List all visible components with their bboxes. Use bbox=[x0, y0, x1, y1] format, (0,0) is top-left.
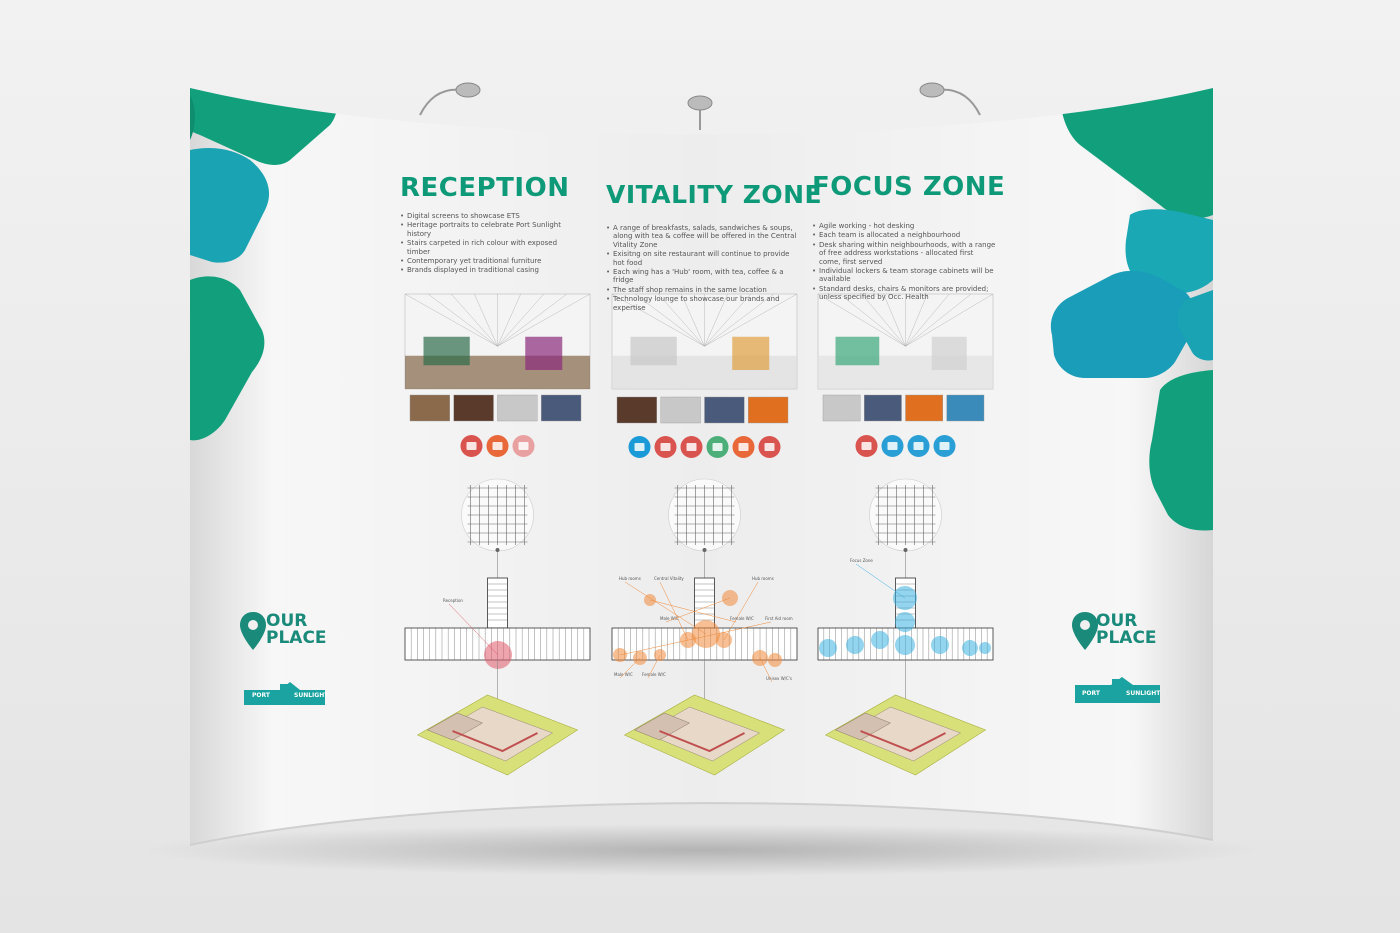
desk-phone-icon bbox=[881, 435, 904, 457]
bullet-item: Each team is allocated a neighbourhood bbox=[812, 231, 997, 240]
plan-label: Hub rooms bbox=[619, 576, 641, 581]
printer-icon bbox=[706, 436, 729, 458]
archway-icon bbox=[512, 435, 535, 457]
zone-title-focus: FOCUS ZONE bbox=[812, 172, 1006, 202]
spotlight-right bbox=[919, 82, 981, 116]
fridge-icon bbox=[654, 436, 677, 458]
logo-left-line1: OUR bbox=[266, 611, 308, 631]
sign-right-port: PORT bbox=[1082, 690, 1100, 697]
zone-thumbnail bbox=[822, 394, 861, 422]
reception-bullets: Digital screens to showcase ETSHeritage … bbox=[400, 212, 580, 276]
sofa-icon bbox=[486, 435, 509, 457]
zone-title-vitality: VITALITY ZONE bbox=[606, 180, 823, 209]
plan-label: First Aid room bbox=[765, 616, 793, 621]
bullet-item: The staff shop remains in the same locat… bbox=[606, 286, 801, 295]
toilet-icon bbox=[628, 436, 651, 458]
zone-hotspot bbox=[846, 636, 864, 654]
bullet-item: Brands displayed in traditional casing bbox=[400, 266, 580, 275]
zone-thumbnail bbox=[497, 394, 538, 422]
logo-left-text: OUR PLACE bbox=[266, 613, 327, 647]
first-aid-icon bbox=[758, 436, 781, 458]
zone-hotspot bbox=[871, 631, 889, 649]
port-sunlight-sign-right bbox=[1075, 677, 1160, 703]
zone-thumbnail bbox=[905, 394, 943, 422]
bullet-item: A range of breakfasts, salads, sandwiche… bbox=[606, 224, 801, 249]
plate-icon bbox=[680, 436, 703, 458]
spotlight-center bbox=[687, 95, 713, 130]
laptop-icon bbox=[933, 435, 956, 457]
plan-label: Central Vitality bbox=[654, 576, 684, 581]
plan-label: Unisex W/C's bbox=[766, 676, 792, 681]
zone-thumbnail bbox=[409, 394, 450, 422]
zone-thumbnail bbox=[864, 394, 902, 422]
microphone-icon bbox=[855, 435, 878, 457]
sign-right-sunlight: SUNLIGHT bbox=[1126, 690, 1161, 697]
zone-floor-plan: Focus Zone bbox=[817, 558, 994, 661]
zone-graphics-0: Reception bbox=[404, 293, 591, 776]
zone-hotspot bbox=[979, 642, 991, 654]
bullet-item: Digital screens to showcase ETS bbox=[400, 212, 580, 221]
zone-hotspot bbox=[931, 636, 949, 654]
logo-right-line2: PLACE bbox=[1096, 628, 1157, 648]
logo-left-line2: PLACE bbox=[266, 628, 327, 648]
zone-isometric-site bbox=[416, 694, 579, 776]
plan-label: Female W/C bbox=[642, 672, 666, 677]
cake-icon bbox=[460, 435, 483, 457]
right-decorative-tiles bbox=[1050, 88, 1213, 531]
logo-right-line1: OUR bbox=[1096, 611, 1138, 631]
zone-floor-plan: Reception bbox=[404, 577, 591, 669]
zone-thumbnail bbox=[660, 396, 701, 424]
bullet-item: Each wing has a 'Hub' room, with tea, co… bbox=[606, 268, 801, 285]
zone-isometric-site bbox=[824, 694, 987, 776]
zone-thumbnail bbox=[946, 394, 985, 422]
bullet-item: Technology lounge to showcase our brands… bbox=[606, 295, 801, 312]
zone-title-reception: RECEPTION bbox=[400, 173, 570, 203]
zone-hotspot bbox=[895, 635, 915, 655]
zone-isometric-site bbox=[623, 694, 786, 776]
zone-thumbnail bbox=[453, 394, 494, 422]
bullet-item: Standard desks, chairs & monitors are pr… bbox=[812, 285, 997, 302]
bullet-item: Individual lockers & team storage cabine… bbox=[812, 267, 997, 284]
bullet-item: Contemporary yet traditional furniture bbox=[400, 257, 580, 266]
zone-thumbnail bbox=[541, 394, 582, 422]
plan-label: Male W/C bbox=[660, 616, 679, 621]
plan-label: Focus Zone bbox=[850, 558, 873, 563]
floor-shadow bbox=[140, 824, 1260, 876]
plan-label: Female W/C bbox=[730, 616, 754, 621]
plan-label: Reception bbox=[443, 598, 463, 603]
port-sunlight-sign-left bbox=[244, 682, 325, 705]
sign-left-sunlight: SUNLIGHT bbox=[294, 692, 329, 699]
bullet-item: Stairs carpeted in rich colour with expo… bbox=[400, 239, 580, 256]
spotlight-left bbox=[419, 82, 481, 116]
bullet-item: Desk sharing within neighbourhoods, with… bbox=[812, 241, 997, 266]
kettle-icon bbox=[732, 436, 755, 458]
zone-thumbnail bbox=[748, 396, 789, 424]
zone-hotspot bbox=[962, 640, 978, 656]
plan-label: Hub rooms bbox=[752, 576, 774, 581]
zone-hotspot bbox=[768, 653, 782, 667]
vitality-bullets: A range of breakfasts, salads, sandwiche… bbox=[606, 224, 801, 313]
logo-right bbox=[1072, 612, 1098, 650]
zone-thumbnail bbox=[704, 396, 745, 424]
bullet-item: Agile working - hot desking bbox=[812, 222, 997, 231]
bullet-item: Exisitng on site restaurant will continu… bbox=[606, 250, 801, 267]
focus-bullets: Agile working - hot deskingEach team is … bbox=[812, 222, 997, 303]
zone-hotspot bbox=[819, 639, 837, 657]
zone-thumbnail bbox=[616, 396, 657, 424]
bullet-item: Heritage portraits to celebrate Port Sun… bbox=[400, 221, 580, 238]
zone-hotspot bbox=[895, 612, 915, 632]
printer-icon bbox=[907, 435, 930, 457]
logo-left bbox=[240, 612, 266, 650]
zone-graphics-2: Focus Zone bbox=[817, 293, 994, 776]
logo-right-text: OUR PLACE bbox=[1096, 613, 1157, 647]
sign-left-port: PORT bbox=[252, 692, 270, 699]
